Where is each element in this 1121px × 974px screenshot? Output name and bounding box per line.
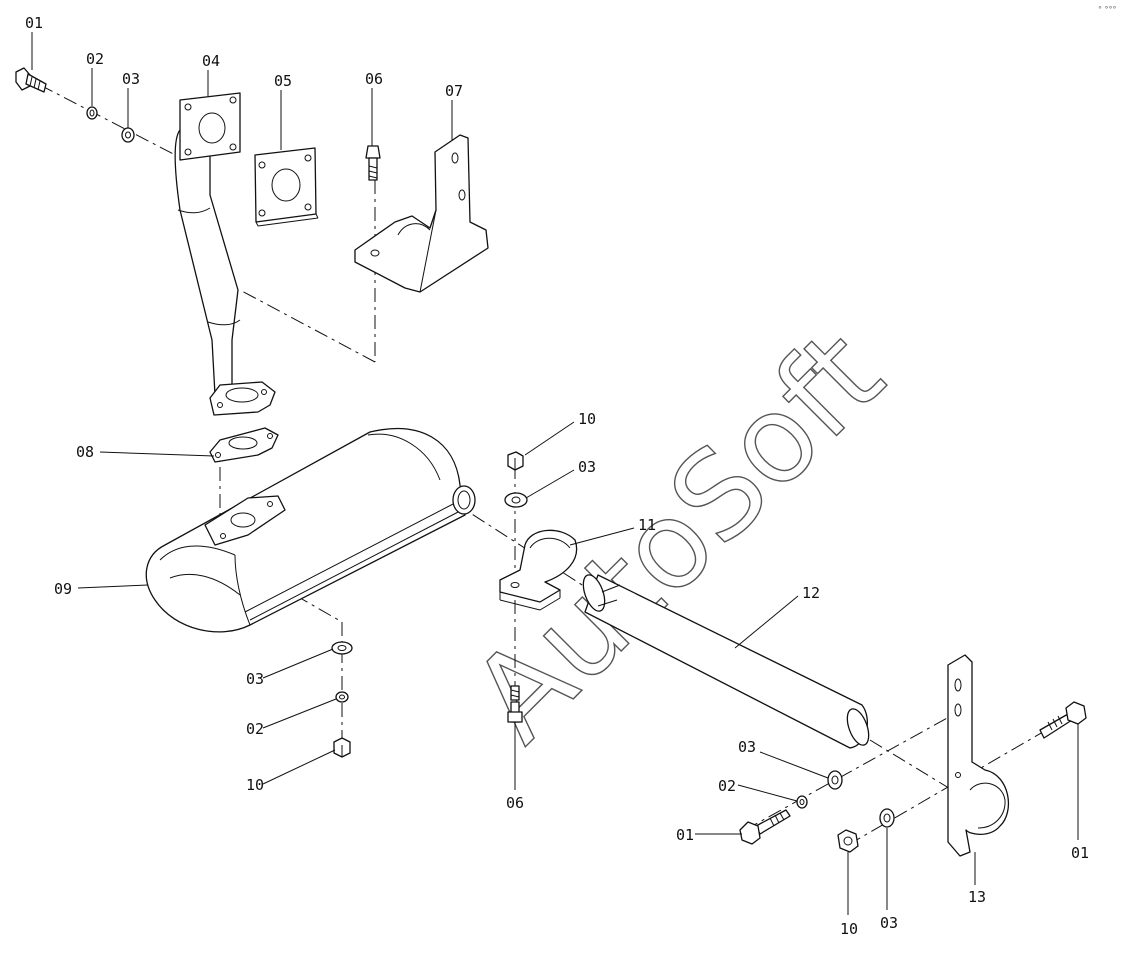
muffler-09	[145, 427, 476, 633]
washer-02-left	[335, 691, 349, 703]
callout-11: 11	[638, 516, 656, 534]
washer-03-right	[827, 770, 843, 790]
callout-02-right: 02	[718, 777, 736, 795]
callout-10-left: 10	[246, 776, 264, 794]
callout-01-top: 01	[25, 14, 43, 32]
nut-10-left	[333, 737, 351, 758]
exhaust-pipe-04	[174, 92, 276, 416]
washer-03-top	[121, 127, 135, 143]
callout-03-mid: 03	[578, 458, 596, 476]
bracket-13	[947, 654, 1010, 857]
callout-03-top: 03	[122, 70, 140, 88]
callout-10-top: 10	[578, 410, 596, 428]
clamp-11	[499, 529, 578, 611]
callout-09: 09	[54, 580, 72, 598]
corner-mark: ° °°°	[1098, 5, 1117, 14]
callout-08: 08	[76, 443, 94, 461]
tail-pipe-12	[582, 574, 870, 749]
callout-03-left: 03	[246, 670, 264, 688]
bolt-01-bottom-left	[739, 809, 791, 845]
callout-03-right: 03	[738, 738, 756, 756]
washer-02-right	[796, 795, 808, 809]
washer-03-left	[331, 641, 353, 655]
callout-07: 07	[445, 82, 463, 100]
leader-lines	[31, 32, 1079, 915]
nut-10-top	[507, 451, 524, 471]
washer-03-bottom	[879, 808, 895, 828]
callout-10-bottom: 10	[840, 920, 858, 938]
gasket-05	[254, 147, 319, 227]
bolt-01-top	[15, 67, 47, 93]
callout-01-right: 01	[1071, 844, 1089, 862]
callout-01-bottom-left: 01	[676, 826, 694, 844]
nut-10-bottom	[837, 829, 859, 853]
callout-02-left: 02	[246, 720, 264, 738]
bracket-07	[354, 134, 489, 293]
callout-13: 13	[968, 888, 986, 906]
bolt-06-bottom	[507, 685, 523, 723]
gasket-08	[209, 427, 279, 463]
callout-06-top: 06	[365, 70, 383, 88]
callout-06-bottom: 06	[506, 794, 524, 812]
washer-02-top	[86, 106, 98, 120]
washer-03-mid	[504, 492, 528, 508]
callout-02-top: 02	[86, 50, 104, 68]
callout-05: 05	[274, 72, 292, 90]
callout-03-bottom: 03	[880, 914, 898, 932]
bolt-01-right	[1039, 701, 1087, 739]
callout-12: 12	[802, 584, 820, 602]
callout-labels: 01 02 03 04 05 06 07 08 09 10 03 11 12 0…	[25, 14, 1089, 938]
bolt-06-top	[365, 145, 381, 181]
callout-04: 04	[202, 52, 220, 70]
